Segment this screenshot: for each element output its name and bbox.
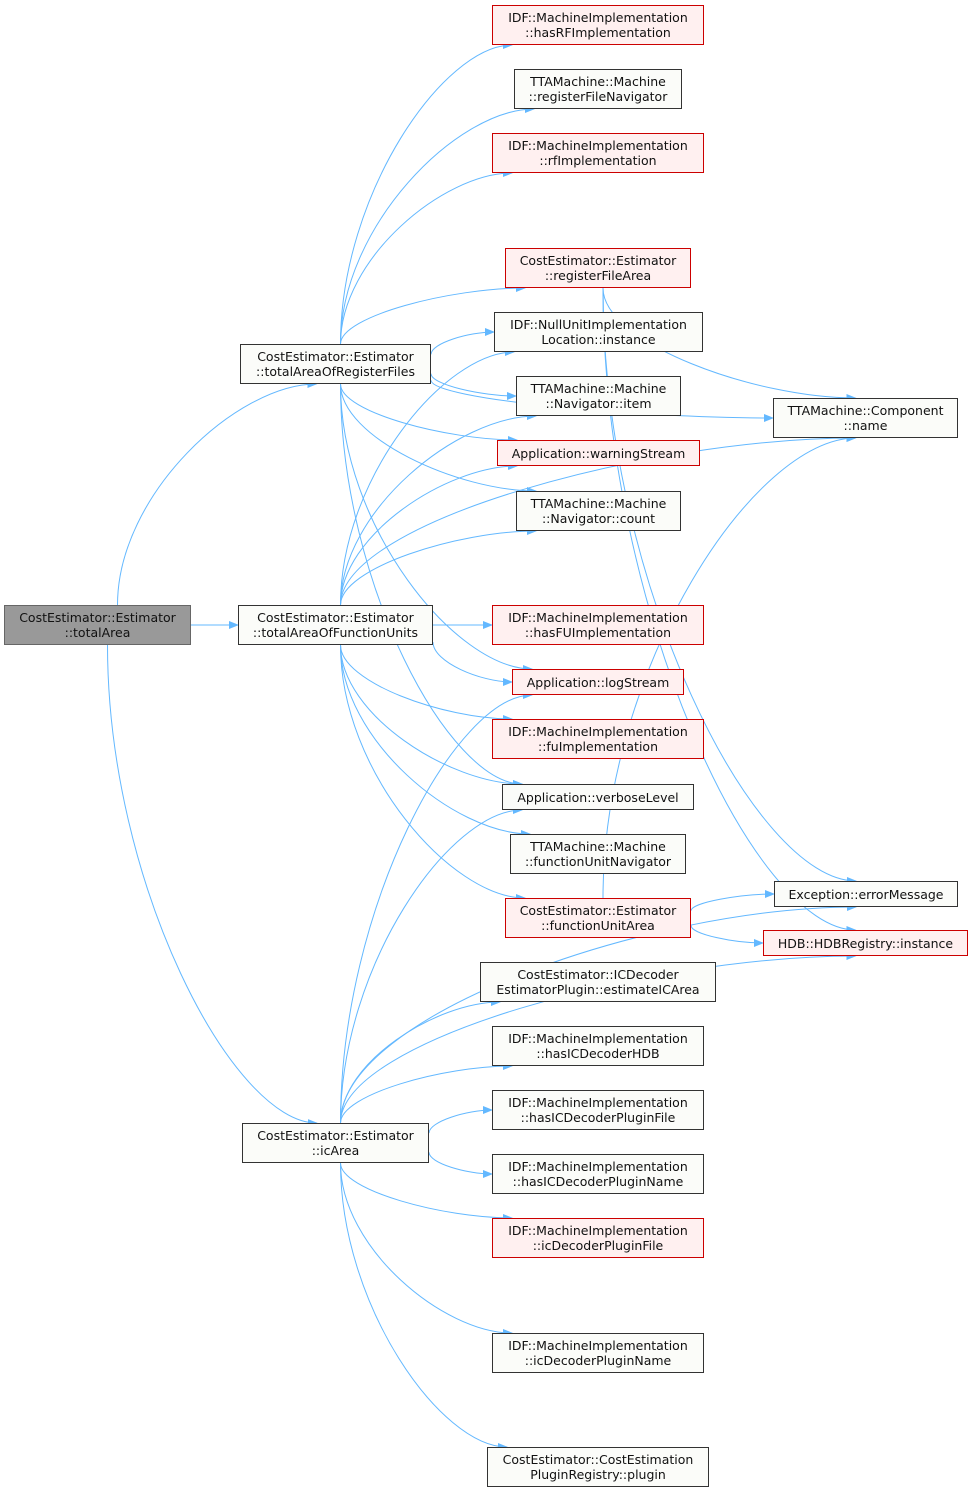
node-has-i-c-h-d-b[interactable]: IDF::MachineImplementation ::hasICDecode… [492,1026,704,1066]
node-rf-nav[interactable]: TTAMachine::Machine ::registerFileNaviga… [514,69,682,109]
edge-fuArea-to-nullUnit [340,348,515,606]
edge-totalArea-to-rfArea [117,380,318,606]
node-rf-impl[interactable]: IDF::MachineImplementation ::rfImplement… [492,133,704,173]
node-comp-name[interactable]: TTAMachine::Component ::name [773,398,958,438]
edge-icArea-to-icPluginFile [340,1162,513,1222]
node-nav-count[interactable]: TTAMachine::Machine ::Navigator::count [516,491,681,531]
edge-icArea-to-hasICHDB [340,1062,513,1124]
node-null-unit[interactable]: IDF::NullUnitImplementation Location::in… [494,312,703,352]
edge-fuArea-to-navItem [340,412,537,606]
edge-functionUnitArea-to-errorMessage [690,890,775,912]
node-fu-impl[interactable]: IDF::MachineImplementation ::fuImplement… [492,719,704,759]
edge-fuArea-to-navCount [340,527,537,606]
edge-fuArea-to-fuImpl [340,644,513,723]
edge-rfArea-to-warningStream [340,383,518,444]
edge-rfArea-to-hasRFImpl [340,41,513,345]
node-function-unit-area[interactable]: CostEstimator::Estimator ::functionUnitA… [505,898,691,938]
edge-icArea-to-hasICPluginName [428,1152,493,1178]
edge-icArea-to-icPluginName [340,1162,513,1337]
node-has-f-u-impl[interactable]: IDF::MachineImplementation ::hasFUImplem… [492,605,704,645]
edge-rfArea-to-registerFileArea [340,284,526,345]
node-fu-nav[interactable]: TTAMachine::Machine ::functionUnitNaviga… [510,834,686,874]
edge-rfArea-to-navItem [430,373,517,400]
edge-icArea-to-verboseLevel [340,806,523,1124]
node-register-file-area[interactable]: CostEstimator::Estimator ::registerFileA… [505,248,691,288]
edge-icArea-to-estimateICArea [340,998,501,1124]
node-ic-plugin-file[interactable]: IDF::MachineImplementation ::icDecoderPl… [492,1218,704,1258]
edge-icArea-to-hasICPluginFile [428,1106,493,1134]
edge-icArea-to-plugin [340,1162,508,1451]
edge-fuArea-to-verboseLevel [340,644,523,788]
edge-rfArea-to-rfImpl [340,169,513,345]
node-log-stream[interactable]: Application::logStream [512,669,684,695]
node-rf-area[interactable]: CostEstimator::Estimator ::totalAreaOfRe… [240,344,431,384]
edge-rfArea-to-verboseLevel [340,383,523,788]
node-plugin[interactable]: CostEstimator::CostEstimation PluginRegi… [487,1447,709,1487]
node-total-area[interactable]: CostEstimator::Estimator ::totalArea [4,605,191,645]
edge-fuArea-to-logStream [432,642,513,686]
edge-icArea-to-logStream [340,691,533,1124]
node-ic-area[interactable]: CostEstimator::Estimator ::icArea [242,1123,429,1163]
edge-fuArea-to-warningStream [340,462,518,606]
node-hdb-instance[interactable]: HDB::HDBRegistry::instance [763,930,968,956]
edge-icArea-to-hdbInstance [340,952,857,1124]
node-warning-stream[interactable]: Application::warningStream [497,440,700,466]
node-has-r-f-impl[interactable]: IDF::MachineImplementation ::hasRFImplem… [492,5,704,45]
edge-rfArea-to-logStream [340,383,533,673]
edge-rfArea-to-navCount [340,383,537,495]
node-ic-plugin-name[interactable]: IDF::MachineImplementation ::icDecoderPl… [492,1333,704,1373]
node-estimate-i-c-area[interactable]: CostEstimator::ICDecoder EstimatorPlugin… [480,962,716,1002]
edge-totalArea-to-icArea [107,644,318,1127]
node-error-message[interactable]: Exception::errorMessage [774,881,958,907]
node-nav-item[interactable]: TTAMachine::Machine ::Navigator::item [516,376,681,416]
edge-rfArea-to-nullUnit [430,328,495,355]
node-verbose-level[interactable]: Application::verboseLevel [502,784,694,810]
node-fu-area[interactable]: CostEstimator::Estimator ::totalAreaOfFu… [238,605,433,645]
node-has-i-c-plugin-name[interactable]: IDF::MachineImplementation ::hasICDecode… [492,1154,704,1194]
edge-registerFileArea-to-compName [602,287,857,402]
edge-rfArea-to-rfNav [340,105,535,345]
edge-fuArea-to-functionUnitArea [340,644,526,902]
edge-fuArea-to-compName [340,434,857,606]
edge-fuArea-to-fuNav [340,644,531,838]
edge-functionUnitArea-to-hdbInstance [690,925,764,947]
node-has-i-c-plugin-file[interactable]: IDF::MachineImplementation ::hasICDecode… [492,1090,704,1130]
